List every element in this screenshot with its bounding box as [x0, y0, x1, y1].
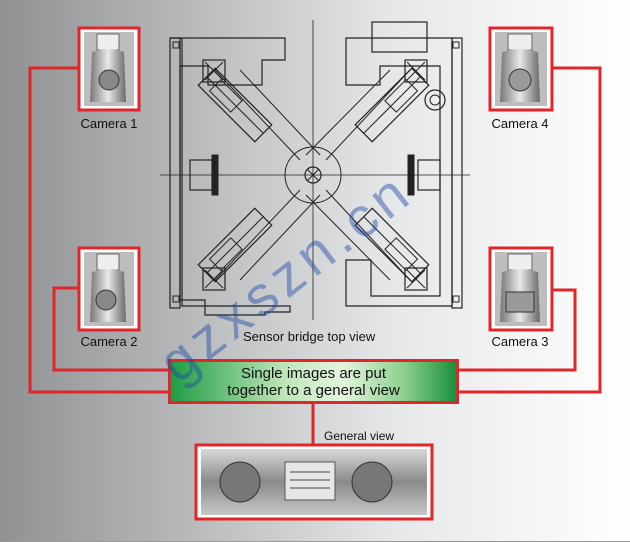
connector-lines: [28, 66, 602, 445]
camera-3-label: Camera 3: [491, 334, 549, 349]
camera-2-label: Camera 2: [80, 334, 138, 349]
connector-camera-1: [28, 66, 168, 394]
connector-camera-3: [459, 288, 577, 372]
sensor-bridge-label: Sensor bridge top view: [243, 329, 376, 344]
bridge-frame-right: [345, 37, 453, 307]
general-view-panel: [194, 443, 434, 521]
sensor-bridge-drawing: [160, 20, 470, 320]
camera-4-label: Camera 4: [491, 116, 549, 131]
camera-thumbnails: [77, 26, 554, 332]
connector-camera-4: [459, 66, 602, 394]
camera-3-frame: [488, 246, 554, 332]
camera-4-frame: [488, 26, 554, 112]
connector-camera-2: [52, 286, 168, 372]
combine-box-line-1: Single images are put: [240, 364, 387, 382]
camera-1-frame: [77, 26, 141, 112]
combine-box: Single images are put together to a gene…: [168, 359, 459, 404]
camera-2-frame: [77, 246, 141, 332]
combine-box-line-2: together to a general view: [227, 381, 400, 399]
bridge-frame-left: [170, 37, 291, 316]
general-view-label: General view: [324, 429, 395, 443]
camera-1-label: Camera 1: [80, 116, 138, 131]
